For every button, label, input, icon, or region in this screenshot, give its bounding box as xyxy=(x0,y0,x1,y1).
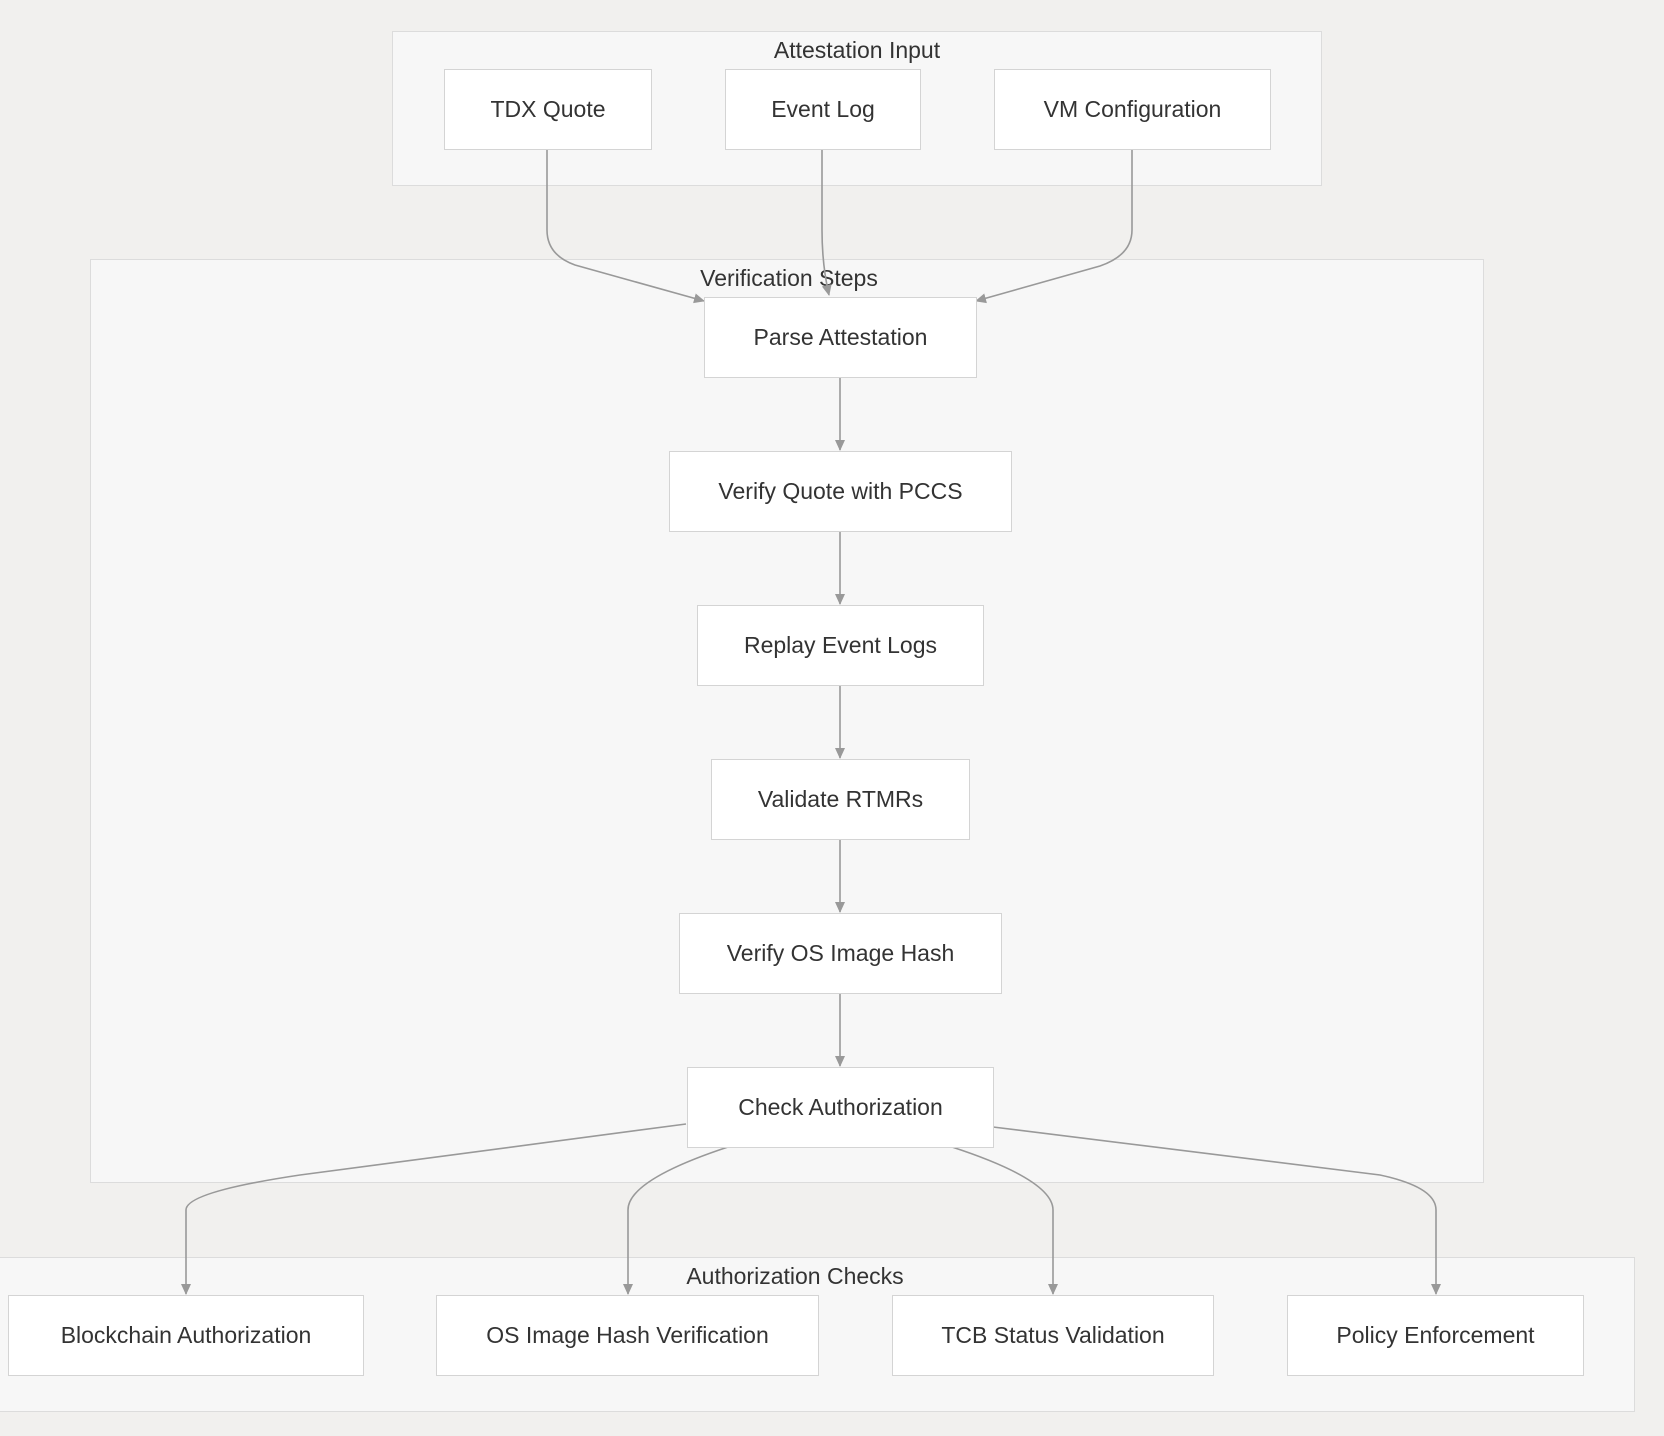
node-vm-configuration: VM Configuration xyxy=(994,69,1271,150)
node-verify-os-image-hash: Verify OS Image Hash xyxy=(679,913,1002,994)
node-verify-quote-with-pccs: Verify Quote with PCCS xyxy=(669,451,1012,532)
node-tcb-status-validation: TCB Status Validation xyxy=(892,1295,1214,1376)
node-tdx-quote: TDX Quote xyxy=(444,69,652,150)
node-replay-event-logs: Replay Event Logs xyxy=(697,605,984,686)
node-policy-enforcement: Policy Enforcement xyxy=(1287,1295,1584,1376)
node-blockchain-authorization: Blockchain Authorization xyxy=(8,1295,364,1376)
node-event-log: Event Log xyxy=(725,69,921,150)
node-check-authorization: Check Authorization xyxy=(687,1067,994,1148)
node-validate-rtmrs: Validate RTMRs xyxy=(711,759,970,840)
cluster-title-authorization-checks: Authorization Checks xyxy=(686,1263,904,1289)
cluster-verification-steps: Verification Steps xyxy=(90,259,1484,1183)
node-os-image-hash-verification: OS Image Hash Verification xyxy=(436,1295,819,1376)
node-parse-attestation: Parse Attestation xyxy=(704,297,977,378)
cluster-title-attestation-input: Attestation Input xyxy=(773,37,941,63)
cluster-title-verification-steps: Verification Steps xyxy=(700,265,878,291)
